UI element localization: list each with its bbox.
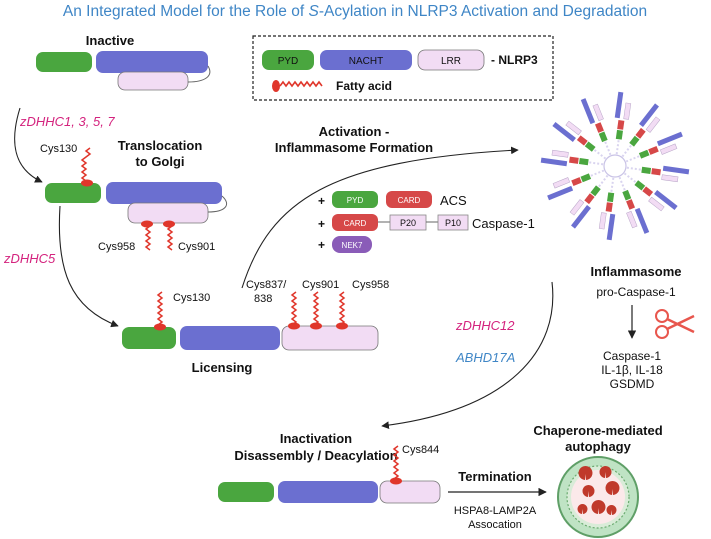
fatty-acid-icon [392,445,400,480]
inflammasome-spoke [621,103,661,158]
svg-text:P20: P20 [400,218,416,228]
diagram-title: An Integrated Model for the Role of S-Ac… [63,3,647,20]
fatty-acid-icon [166,222,174,251]
svg-text:+: + [318,238,325,252]
fatty-acid-icon [290,291,298,326]
scissors-icon [655,309,695,339]
legend-nacht-label: NACHT [349,56,383,67]
fatty-acid-icon [338,291,346,326]
arrow-to-licensing [58,205,119,328]
stage-activation-label-2: Inflammasome Formation [275,140,433,155]
svg-text:+: + [318,217,325,231]
site-cys844: Cys844 [402,444,439,456]
stage-cma-label-2: autophagy [565,439,631,454]
stage-inactive-label: Inactive [86,33,134,48]
stage-activation-label-1: Activation - [319,124,390,139]
inflammasome-spoke [569,174,609,229]
legend-protein-name: - NLRP3 [491,53,538,67]
legend-pyd-domain [262,50,314,70]
inflammasome-core [603,154,627,178]
svg-text:NEK7: NEK7 [342,241,363,250]
inflammasome-spoke [540,149,604,167]
legend-lrr-label: LRR [441,56,461,67]
legend-lrr-domain [417,49,485,71]
inflammasome-spoke [618,176,650,234]
inflammasome-spoke [580,98,612,156]
stage-inactivation-label-2: Disassembly / Deacylation [234,448,397,463]
enzyme-abhd17a: ABHD17A [455,350,515,365]
fatty-acid-icon [80,147,92,182]
stage-cma-label-1: Chaperone-mediated [533,423,662,438]
stage-inactivation-label-1: Inactivation [280,431,352,446]
arrow-activation [241,146,519,289]
inflammasome-spoke [625,131,683,163]
svg-text:CARD: CARD [398,196,421,205]
nlrp3-golgi [45,147,227,251]
site-cys958-licensing: Cys958 [352,279,389,291]
inflammasome-spoke [626,165,690,183]
fatty-acid-icon [156,291,164,326]
stage-translocation-label-1: Translocation [118,138,203,153]
fatty-acid-icon [312,291,320,326]
fatty-acid-icon [144,222,152,251]
stage-termination-label: Termination [458,469,531,484]
legend-fatty-acid-icon [272,80,323,92]
component-asc: + PYD CARD ACS [318,191,467,208]
lysosome-icon [557,456,639,538]
site-cys130-golgi: Cys130 [40,143,77,155]
caspase-1-product: Caspase-1 [603,349,661,363]
nlrp3-inactive [36,51,211,91]
arrow-deacylation [381,281,554,429]
inflammasome-spoke [623,172,678,212]
component-caspase-1: + CARD P20 P10 Caspase-1 [318,214,535,231]
site-cys130-licensing: Cys130 [173,292,210,304]
legend-nacht-domain [320,50,412,70]
enzyme-zdhhc5: zDHHC5 [3,251,56,266]
inflammasome-complex [540,91,690,241]
enzyme-zdhhc12: zDHHC12 [455,318,515,333]
svg-text:CARD: CARD [344,219,367,228]
nlrp3-licensing [122,291,379,351]
stage-licensing-label: Licensing [192,360,253,375]
enzyme-zdhhc1357: zDHHC1, 3, 5, 7 [19,114,115,129]
svg-text:+: + [318,194,325,208]
legend-box: PYD NACHT LRR - NLRP3 Fatty acid [252,35,554,101]
arrow-to-golgi [14,107,43,183]
pro-caspase-label: pro-Caspase-1 [596,285,676,299]
gsdmd-product: GSDMD [610,377,655,391]
caspase-1-label: Caspase-1 [472,216,535,231]
stage-translocation-label-2: to Golgi [135,154,184,169]
legend-fatty-acid-label: Fatty acid [336,79,392,93]
site-cys901-golgi: Cys901 [178,241,215,253]
asc-label: ACS [440,193,467,208]
site-cys837-label-1: Cys837/ [246,279,287,291]
hspa8-lamp2a-label: HSPA8-LAMP2A [454,505,537,517]
inflammasome-spoke [547,169,605,201]
svg-text:PYD: PYD [347,196,364,205]
site-cys901-licensing: Cys901 [302,279,339,291]
inflammasome-spoke [614,91,632,155]
svg-text:P10: P10 [445,218,461,228]
stage-inflammasome-label: Inflammasome [590,264,681,279]
site-cys837-label-2: 838 [254,293,272,305]
nlrp3-inactivated [218,445,441,504]
inflammasome-spoke [598,177,616,241]
legend-pyd-label: PYD [278,56,299,67]
inflammasome-spoke [552,120,607,160]
component-nek7: + NEK7 [318,236,372,253]
association-label: Assocation [468,519,522,531]
site-cys958-golgi: Cys958 [98,241,135,253]
cytokines-product: IL-1β, IL-18 [601,363,663,377]
